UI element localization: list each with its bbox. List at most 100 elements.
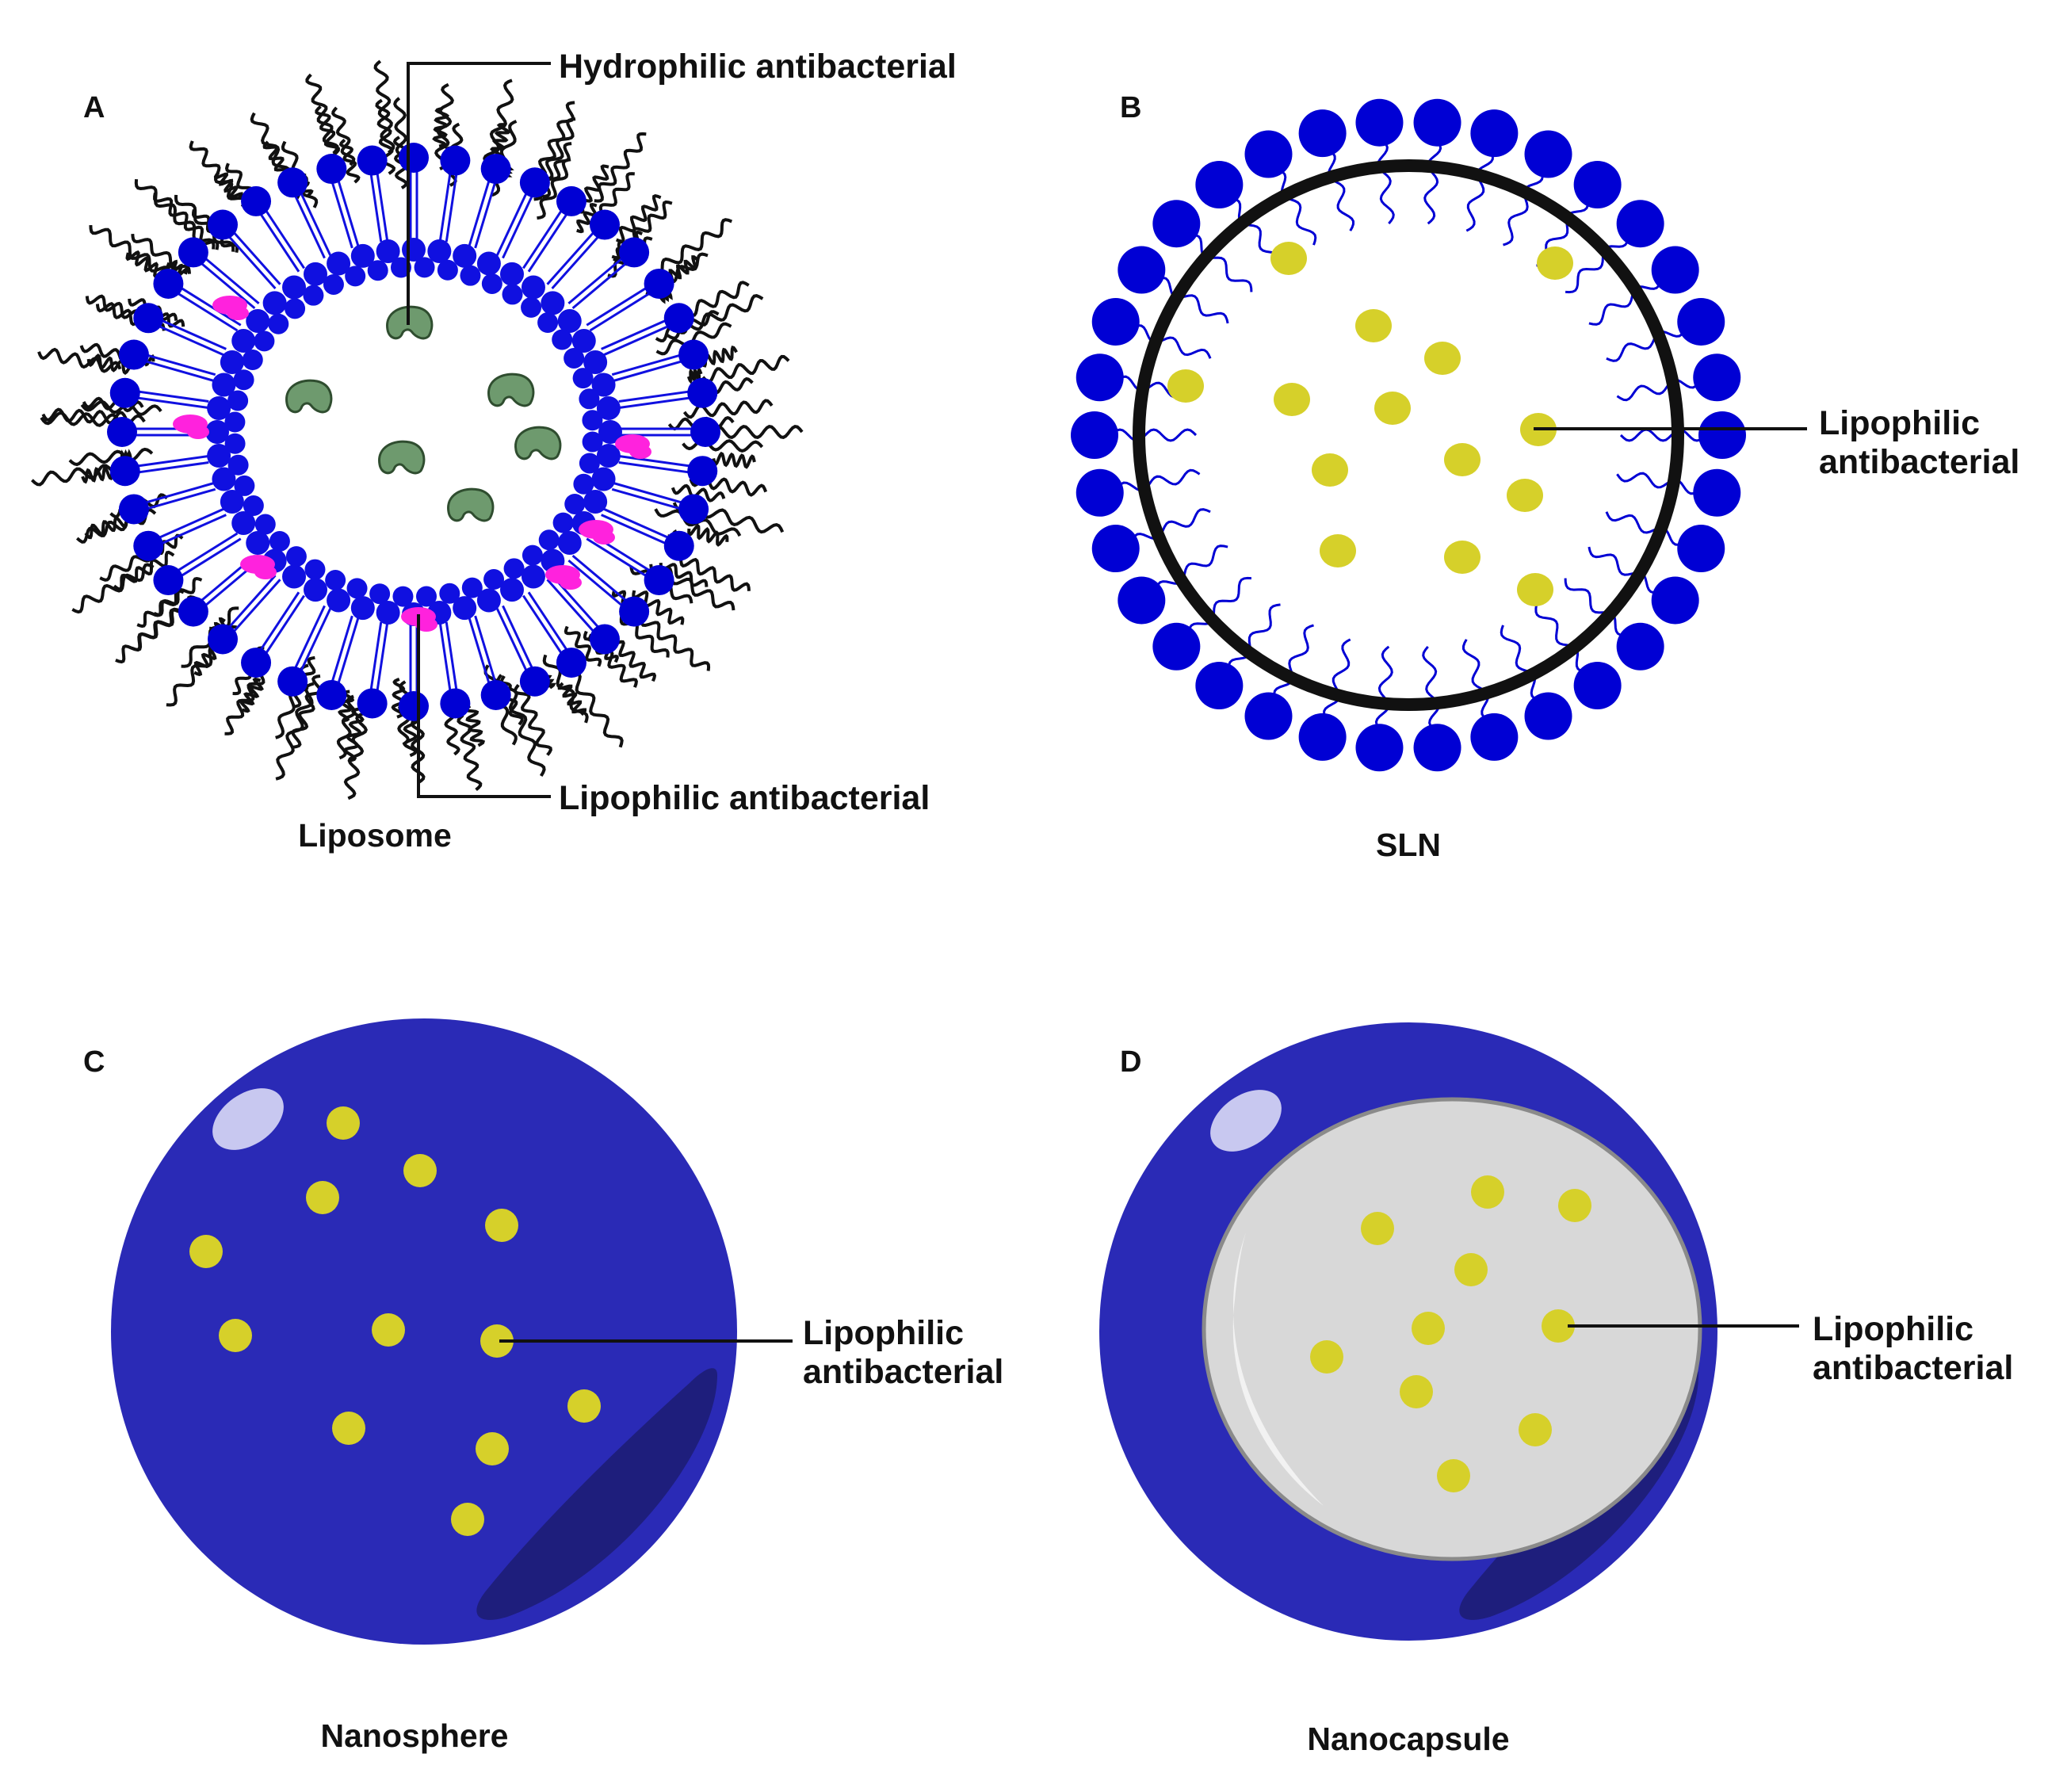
peg-chain bbox=[615, 193, 662, 243]
inner-lipid-head bbox=[304, 262, 327, 286]
lipophilic-drug bbox=[219, 1319, 252, 1352]
hydrophilic-drug bbox=[514, 426, 562, 460]
peg-chain bbox=[564, 625, 602, 667]
outer-lipid-head bbox=[153, 565, 184, 596]
surfactant-head bbox=[1651, 246, 1699, 294]
surfactant-head bbox=[1616, 200, 1664, 248]
cholesterol bbox=[187, 425, 209, 439]
inner-lipid-head bbox=[591, 467, 616, 491]
outer-lipid-head bbox=[440, 688, 471, 719]
inner-lipid-head bbox=[571, 329, 596, 353]
inner-lipid-head bbox=[350, 596, 375, 621]
inner-lipid-head bbox=[254, 331, 275, 352]
surfactant-head bbox=[1524, 130, 1572, 178]
peg-chain bbox=[682, 437, 764, 453]
hydrophilic-drugs bbox=[285, 305, 562, 522]
lipophilic-drug bbox=[1320, 534, 1356, 567]
inner-lipid-head bbox=[325, 570, 346, 591]
outer-lipid-head bbox=[277, 666, 308, 697]
peg-chains bbox=[31, 59, 804, 800]
inner-lipid-head bbox=[345, 266, 366, 287]
inner-lipid-head bbox=[564, 347, 585, 369]
peg-chain bbox=[499, 674, 546, 778]
surfactant-head bbox=[1076, 353, 1124, 402]
inner-lipid-head bbox=[220, 490, 244, 514]
outer-lipid-head bbox=[480, 679, 511, 710]
sln-callout-label-line1: Lipophilic bbox=[1819, 404, 1980, 442]
lipophilic-drug bbox=[1519, 1413, 1552, 1446]
peg-chain bbox=[166, 259, 189, 277]
lipophilic-drug bbox=[372, 1313, 405, 1347]
inner-lipid-head bbox=[583, 350, 608, 374]
outer-lipid-heads bbox=[107, 143, 720, 721]
panel-caption-nanocapsule: Nanocapsule bbox=[1307, 1721, 1509, 1757]
surfactant-head bbox=[1355, 98, 1404, 147]
panel-caption-liposome: Liposome bbox=[298, 817, 452, 854]
cholesterol bbox=[593, 530, 615, 544]
outer-lipid-head bbox=[687, 377, 718, 408]
outer-lipid-head bbox=[133, 530, 164, 561]
inner-lipid-head bbox=[231, 511, 256, 535]
outer-lipid-head bbox=[556, 648, 586, 678]
peg-chain bbox=[68, 447, 154, 467]
inner-lipid-head bbox=[254, 514, 276, 535]
inner-lipid-head bbox=[243, 495, 264, 517]
outer-lipid-head bbox=[208, 209, 239, 240]
inner-lipid-head bbox=[541, 291, 565, 315]
panel-letter-d: D bbox=[1120, 1045, 1141, 1079]
inner-lipid-head bbox=[557, 531, 582, 556]
surfactant-head bbox=[1413, 98, 1461, 147]
inner-lipid-head bbox=[522, 544, 543, 566]
lipophilic-drug bbox=[1361, 1212, 1394, 1245]
inner-lipid-head bbox=[573, 473, 594, 495]
inner-lipid-head bbox=[416, 586, 437, 607]
inner-lipid-head bbox=[268, 313, 289, 334]
inner-lipid-head bbox=[503, 558, 525, 579]
nanosphere-shadow bbox=[476, 1368, 717, 1620]
lipophilic-drug bbox=[476, 1432, 509, 1465]
inner-lipid-head bbox=[246, 308, 270, 333]
peg-chain bbox=[336, 694, 357, 760]
peg-chain bbox=[655, 322, 732, 356]
surfactant-head bbox=[1076, 468, 1124, 517]
inner-lipid-head bbox=[327, 251, 351, 276]
inner-lipid-head bbox=[521, 275, 545, 300]
outer-lipid-head bbox=[619, 237, 650, 268]
cholesterol bbox=[227, 306, 249, 320]
nanocapsule-callout-label-line2: antibacterial bbox=[1813, 1349, 2013, 1387]
peg-chain bbox=[81, 464, 118, 484]
inner-lipid-head bbox=[521, 564, 545, 589]
outer-lipid-head bbox=[678, 494, 709, 525]
nanocapsule-core-reflection bbox=[1232, 1232, 1324, 1506]
surfactant-head bbox=[1616, 622, 1664, 671]
peg-chain bbox=[275, 682, 315, 781]
inner-lipid-head bbox=[269, 530, 290, 552]
panel-letter-c: C bbox=[83, 1045, 105, 1079]
lipophilic-drug bbox=[332, 1412, 365, 1445]
inner-lipid-head bbox=[207, 395, 231, 420]
lipophilic-drug bbox=[306, 1181, 339, 1214]
peg-chain bbox=[71, 563, 155, 614]
outer-lipid-head bbox=[109, 456, 140, 487]
inner-lipid-head bbox=[582, 410, 603, 431]
outer-lipid-head bbox=[153, 268, 184, 299]
outer-lipid-head bbox=[357, 145, 388, 176]
inner-lipid-head bbox=[500, 578, 524, 602]
inner-lipid-head bbox=[369, 583, 391, 605]
peg-chain bbox=[391, 678, 406, 719]
outer-lipid-head bbox=[556, 185, 586, 216]
surfactant-head bbox=[1152, 200, 1201, 248]
peg-chain bbox=[189, 140, 246, 208]
lipophilic-drug bbox=[567, 1389, 601, 1423]
inner-lipid-head bbox=[282, 275, 307, 300]
panel-a: A Hydrophilic antibacterial Lipophilic a… bbox=[31, 48, 957, 854]
inner-lipid-head bbox=[414, 257, 435, 278]
surfactant-head bbox=[1573, 160, 1622, 208]
outer-lipid-head bbox=[178, 237, 208, 268]
peg-chain bbox=[687, 523, 729, 547]
inner-lipid-head bbox=[481, 273, 502, 294]
inner-lipid-head bbox=[227, 390, 249, 411]
lipophilic-drug bbox=[1374, 392, 1411, 425]
outer-lipid-head bbox=[663, 303, 694, 334]
lipophilic-drug bbox=[1444, 443, 1481, 476]
